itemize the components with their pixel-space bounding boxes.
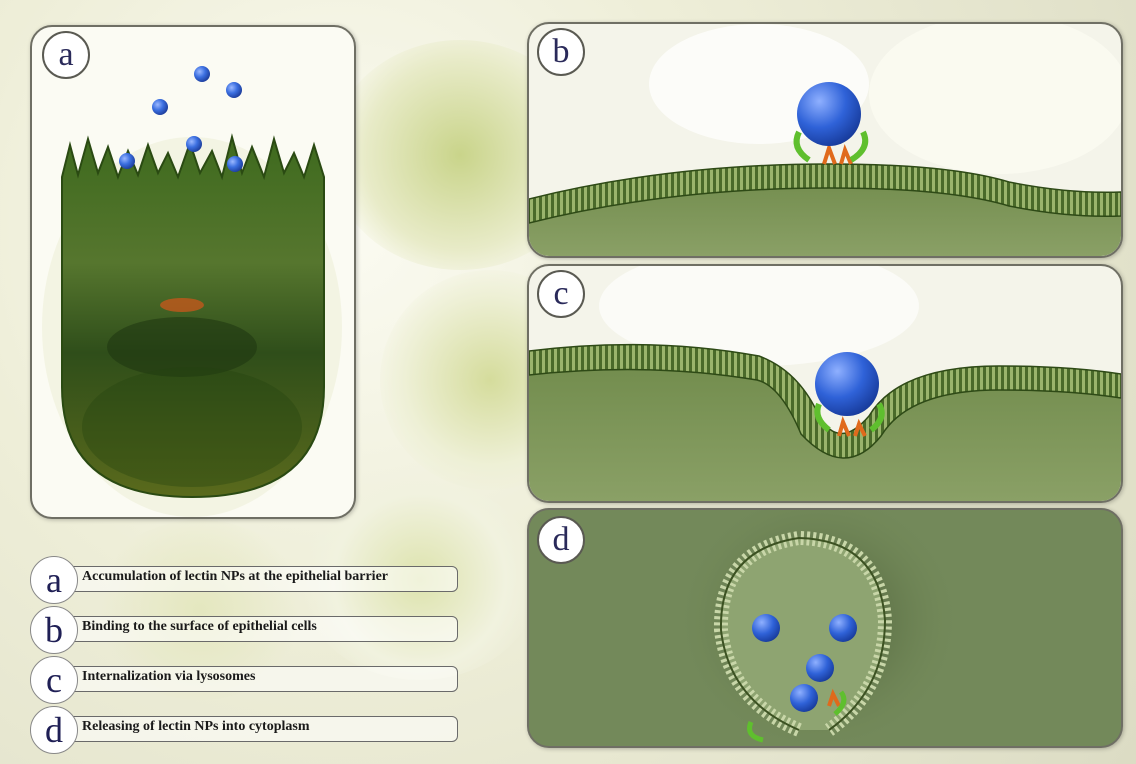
- legend-letter: b: [30, 606, 78, 654]
- nanoparticle: [119, 153, 135, 169]
- panel-label-d: d: [537, 516, 585, 564]
- legend-text: Releasing of lectin NPs into cytoplasm: [82, 719, 309, 735]
- release-illustration: [529, 510, 1121, 746]
- legend-text: Internalization via lysosomes: [82, 669, 255, 685]
- panel-a: a: [30, 25, 356, 519]
- epithelial-cell-illustration: [32, 27, 354, 517]
- legend-item-b: b Binding to the surface of epithelial c…: [30, 606, 460, 652]
- nanoparticle: [829, 614, 857, 642]
- nanoparticle: [226, 82, 242, 98]
- nanoparticle: [152, 99, 168, 115]
- nanoparticle: [790, 684, 818, 712]
- legend-letter: a: [30, 556, 78, 604]
- nanoparticle: [227, 156, 243, 172]
- panel-c: c: [527, 264, 1123, 503]
- nanoparticle: [186, 136, 202, 152]
- panel-b: b: [527, 22, 1123, 258]
- panel-d: d: [527, 508, 1123, 748]
- panel-label-b: b: [537, 28, 585, 76]
- legend-text: Binding to the surface of epithelial cel…: [82, 619, 317, 635]
- legend-letter: c: [30, 656, 78, 704]
- panel-label-c: c: [537, 270, 585, 318]
- nanoparticle: [815, 352, 879, 416]
- legend-letter: d: [30, 706, 78, 754]
- legend-item-c: c Internalization via lysosomes: [30, 656, 460, 702]
- legend-item-d: d Releasing of lectin NPs into cytoplasm: [30, 706, 460, 752]
- legend-item-a: a Accumulation of lectin NPs at the epit…: [30, 556, 460, 602]
- nanoparticle: [752, 614, 780, 642]
- legend-text: Accumulation of lectin NPs at the epithe…: [82, 569, 388, 585]
- binding-illustration: [529, 24, 1121, 256]
- nanoparticle: [194, 66, 210, 82]
- internalization-illustration: [529, 266, 1121, 501]
- nanoparticle: [797, 82, 861, 146]
- panel-label-a: a: [42, 31, 90, 79]
- nanoparticle: [806, 654, 834, 682]
